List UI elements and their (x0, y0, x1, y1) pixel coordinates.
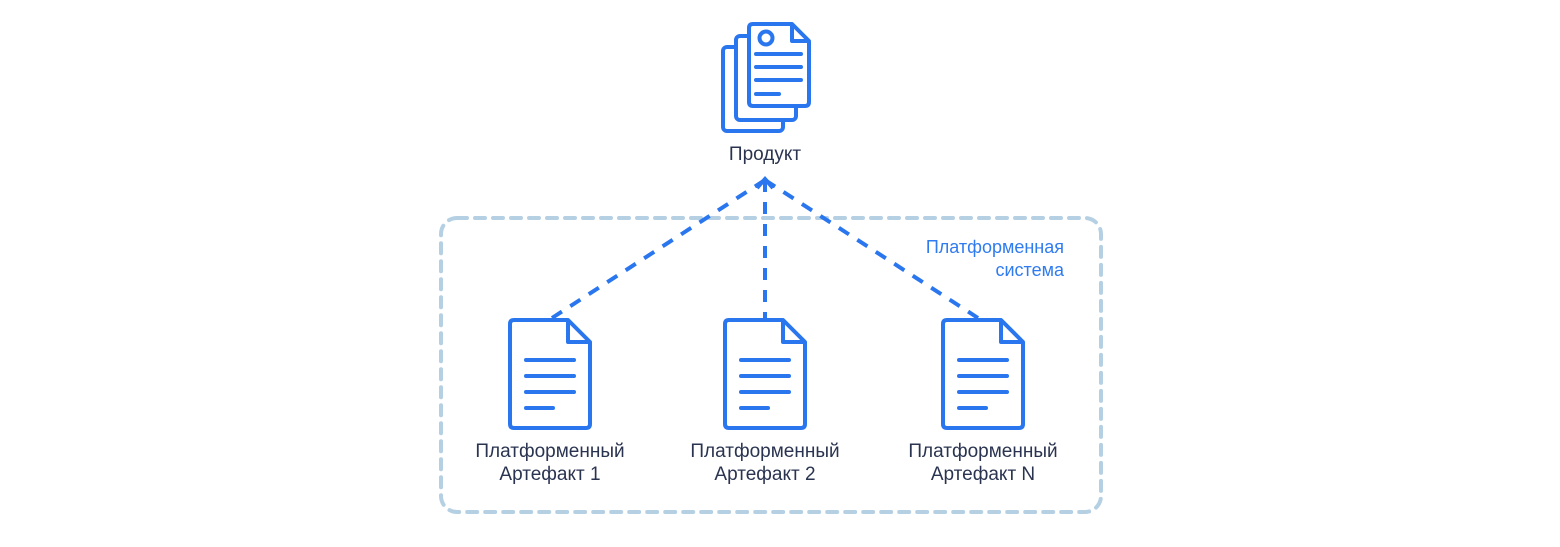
artifact-n-label-line1: Платформенный (908, 441, 1058, 462)
artifact-2-label-line2: Артефакт 2 (714, 464, 816, 485)
artifact-1-label-line1: Платформенный (475, 441, 625, 462)
document-icon (723, 318, 807, 430)
connector-artifact-1 (550, 178, 767, 320)
platform-system-label-line1: Платформенная (925, 237, 1064, 257)
connectors (550, 178, 980, 320)
platform-system-boundary (439, 216, 1103, 514)
platform-system-label: Платформенная система (926, 236, 1064, 282)
document-icon (941, 318, 1025, 430)
artifact-n-label: Платформенный Артефакт N (883, 440, 1083, 486)
platform-system-label-line2: система (995, 260, 1065, 280)
document-icon (508, 318, 592, 430)
artifact-1-label-line2: Артефакт 1 (499, 464, 601, 485)
artifact-2-label-line1: Платформенный (690, 441, 840, 462)
product-label: Продукт (728, 144, 802, 165)
documents-stack-icon (721, 22, 811, 133)
artifact-2-label: Платформенный Артефакт 2 (665, 440, 865, 486)
connector-arrowhead (755, 175, 775, 190)
artifact-n-label-line2: Артефакт N (930, 464, 1036, 485)
artifact-1-label: Платформенный Артефакт 1 (450, 440, 650, 486)
